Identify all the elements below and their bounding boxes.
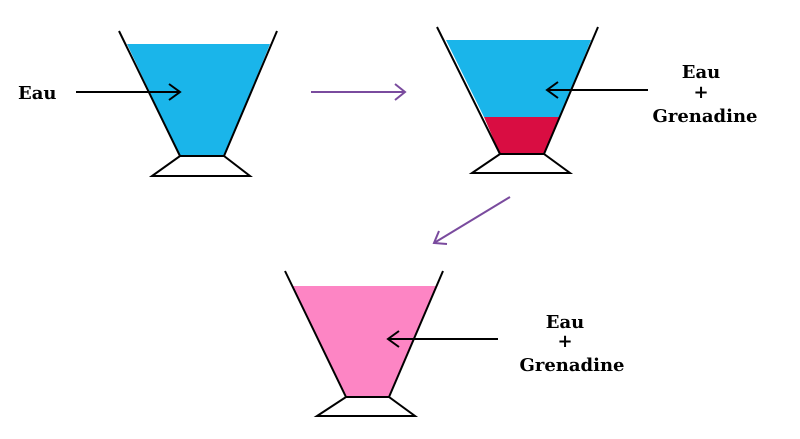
label-glass3-line1: Eau xyxy=(546,312,584,333)
label-water: Eau xyxy=(18,83,56,104)
label-glass3-line2: + xyxy=(557,331,572,352)
label-glass2-line1: Eau xyxy=(682,62,720,83)
glass-base xyxy=(148,155,253,177)
glass-wall-left xyxy=(436,26,501,155)
pointer-arrow-1-head xyxy=(168,83,182,101)
label-glass2-line3: Grenadine xyxy=(652,106,757,127)
water-layer xyxy=(446,40,591,117)
glass-wall-right xyxy=(223,30,278,157)
glass-base xyxy=(468,153,574,174)
glass-base xyxy=(313,396,419,417)
label-glass2-line2: + xyxy=(693,82,708,103)
glass-wall-left xyxy=(284,270,347,398)
water-fill xyxy=(127,44,270,156)
glass-wall-left xyxy=(118,30,181,157)
glass-layered xyxy=(436,26,599,174)
pointer-arrow-2-head xyxy=(545,81,559,99)
mixed-fill xyxy=(293,286,436,397)
grenadine-layer xyxy=(484,117,560,154)
process-arrow-2-head xyxy=(432,230,448,245)
label-glass3-line3: Grenadine xyxy=(519,355,624,376)
glass-water xyxy=(118,30,278,177)
glass-wall-right xyxy=(388,270,444,398)
pointer-arrow-3-head xyxy=(386,330,400,348)
glass-mixed xyxy=(284,270,444,417)
process-arrow-1-head xyxy=(394,83,407,101)
process-arrow-2 xyxy=(433,196,511,244)
